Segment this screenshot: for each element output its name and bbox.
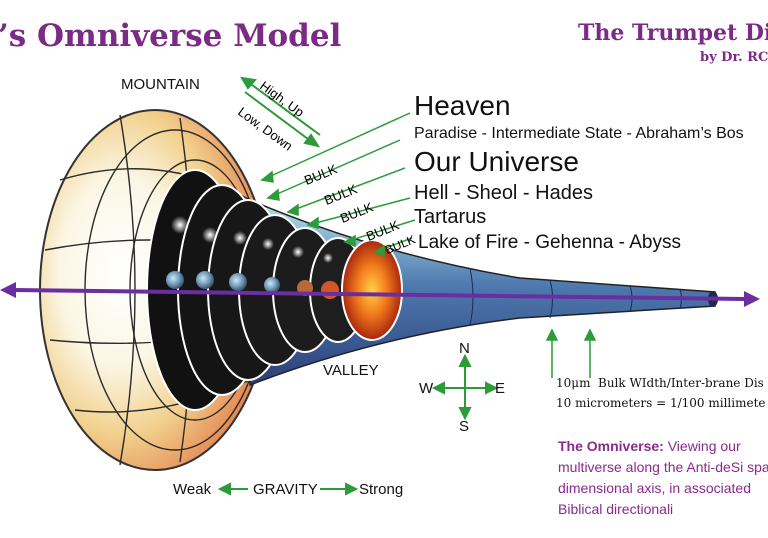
compass-west: W xyxy=(419,380,434,397)
compass-arrows xyxy=(431,353,499,421)
bulk-size-label: 10μm xyxy=(556,376,591,390)
gravity-weak-label: Weak xyxy=(173,481,212,498)
valley-label: VALLEY xyxy=(323,362,379,379)
conversion-label: 10 micrometers = 1/100 millimete xyxy=(556,396,766,410)
diagram-title: The Trumpet Diag xyxy=(578,20,768,46)
bulk-width-arrows xyxy=(545,328,597,378)
gravity-arrows xyxy=(217,482,359,496)
description-body: Viewing our multiverse along the Anti-de… xyxy=(558,438,768,517)
bulk-width-label: Bulk WIdth/Inter-brane Dis xyxy=(598,376,764,390)
realm-heaven: Heaven xyxy=(414,90,511,121)
realm-lake-of-fire: Lake of Fire - Gehenna - Abyss xyxy=(418,232,681,253)
compass-north: N xyxy=(459,340,470,357)
realm-our-universe: Our Universe xyxy=(414,146,579,177)
gravity-strong-label: Strong xyxy=(359,481,404,498)
compass-east: E xyxy=(495,380,506,397)
mountain-label: MOUNTAIN xyxy=(121,76,200,93)
omniverse-description: The Omniverse: Viewing our multiverse al… xyxy=(558,436,768,520)
dimensional-axis xyxy=(0,282,760,307)
bulk-arrows xyxy=(260,112,416,258)
compass-south: S xyxy=(459,418,470,435)
page-title: ’s Omniverse Model xyxy=(0,18,342,54)
realm-hell: Hell - Sheol - Hades xyxy=(414,182,593,204)
galaxies xyxy=(171,216,333,263)
gravity-label: GRAVITY xyxy=(253,481,318,498)
lake-of-fire-disc xyxy=(341,239,403,341)
realm-paradise: Paradise - Intermediate State - Abraham’… xyxy=(414,125,744,142)
high-low-arrows xyxy=(240,76,321,148)
author-byline: by Dr. RC xyxy=(700,50,768,65)
realm-tartarus: Tartarus xyxy=(414,206,487,228)
description-lead: The Omniverse: xyxy=(558,438,664,454)
